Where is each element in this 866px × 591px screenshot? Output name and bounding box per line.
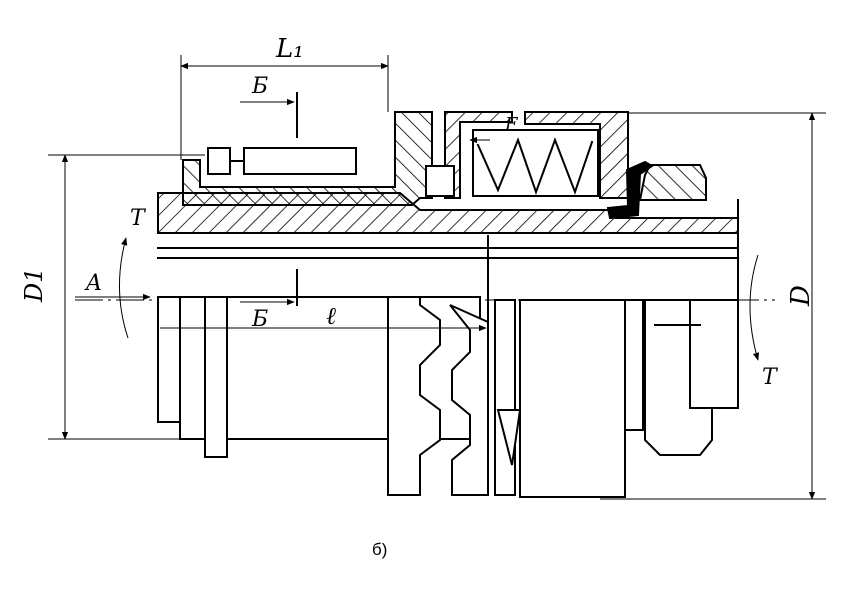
torque-right: T: [749, 254, 779, 390]
label-T-left: T: [130, 206, 147, 231]
label-D: D: [786, 285, 816, 307]
label-section-bottom: Б: [251, 307, 268, 332]
key-end-block: [207, 147, 231, 175]
lower-half-view: [157, 296, 739, 498]
dimension-l: ℓ: [160, 302, 487, 332]
label-T-right: T: [762, 365, 779, 390]
seal: [606, 160, 654, 220]
spring: [476, 137, 594, 195]
spring-housing-right: [524, 111, 629, 199]
section-mark-bottom: Б: [240, 269, 298, 332]
dimension-L1: L₁: [180, 34, 389, 160]
torque-left: T: [118, 206, 147, 339]
label-section-top: Б: [251, 74, 268, 99]
label-l: ℓ: [326, 302, 336, 330]
view-arrow-A: A: [75, 271, 151, 301]
label-A: A: [84, 271, 102, 296]
label-L1: L₁: [275, 34, 304, 64]
dimension-D: D: [600, 112, 826, 500]
spring-plunger: [425, 165, 455, 197]
section-mark-top: Б: [240, 74, 298, 138]
label-D1: D1: [20, 267, 48, 303]
spring-cavity: [472, 129, 599, 197]
figure-caption: б): [372, 540, 388, 559]
hub-hatched: [182, 111, 433, 206]
label-F: F: [504, 114, 519, 135]
key-slot: [243, 147, 357, 175]
right-hub-hatched: [638, 164, 707, 201]
